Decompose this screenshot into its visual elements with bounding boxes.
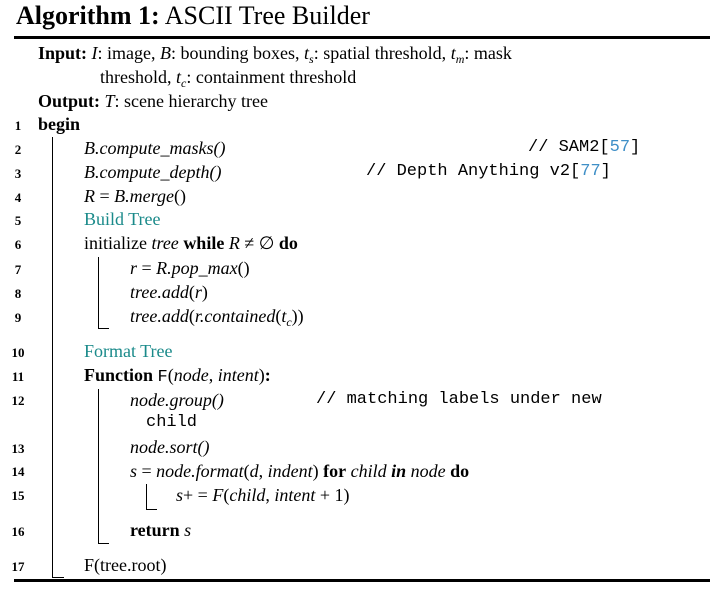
line-number: 10 [11, 345, 25, 360]
line-number: 12 [11, 393, 25, 408]
comment-matching-labels-cont: child [146, 413, 198, 432]
algorithm-label: Algorithm 1: [16, 1, 160, 30]
stmt-recursive-call: s+ = F(child, intent + 1) [176, 485, 350, 505]
line-number: 16 [11, 524, 25, 539]
line-number: 13 [11, 441, 25, 456]
line-number: 11 [11, 369, 25, 384]
line-number: 6 [14, 237, 22, 252]
algorithm-name: ASCII Tree Builder [164, 1, 370, 30]
comment-sam2: // SAM2[57] [528, 138, 641, 157]
stmt-node-group: node.group() [130, 390, 224, 410]
for-block-end [146, 509, 157, 510]
line-number: 4 [14, 190, 22, 205]
output-line: Output: T: scene hierarchy tree [38, 91, 268, 111]
line-number: 14 [11, 464, 25, 479]
line-number: 7 [14, 262, 22, 277]
comment-depth-anything: // Depth Anything v2[77] [366, 162, 611, 181]
stmt-pop-max: r = R.pop_max() [130, 258, 250, 278]
input-label: Input: [38, 43, 88, 63]
stmt-merge: R = B.merge() [84, 186, 186, 206]
section-format-tree: Format Tree [84, 341, 173, 361]
comment-matching-labels: // matching labels under new [316, 390, 602, 409]
input-line-1: Input: I: image, B: bounding boxes, ts: … [38, 43, 512, 66]
keyword-begin: begin [38, 114, 81, 134]
stmt-tree-add-contained: tree.add(r.contained(tc)) [130, 306, 304, 329]
line-number: 17 [11, 559, 25, 574]
algorithm-title: Algorithm 1: ASCII Tree Builder [16, 2, 370, 30]
output-label: Output: [38, 91, 101, 111]
line-number: 1 [14, 118, 22, 133]
stmt-tree-add: tree.add(r) [130, 282, 208, 302]
input-line-2: threshold, tc: containment threshold [100, 67, 357, 90]
top-rule [14, 36, 710, 39]
begin-block-bar [52, 137, 53, 578]
line-number: 5 [14, 213, 22, 228]
function-block-bar [98, 389, 99, 544]
line-number: 9 [14, 310, 22, 325]
line-number: 15 [11, 488, 25, 503]
stmt-return: return s [130, 520, 192, 540]
line-number: 2 [14, 142, 22, 157]
stmt-function-def: Function F(node, intent): [84, 365, 271, 387]
begin-block-end [52, 577, 64, 578]
bottom-rule [14, 579, 710, 582]
line-number: 3 [14, 166, 22, 181]
stmt-for-loop: s = node.format(d, indent) for child in … [130, 461, 470, 481]
citation-77: 77 [580, 162, 601, 181]
stmt-compute-masks: B.compute_masks() [84, 138, 226, 158]
section-build-tree: Build Tree [84, 209, 161, 229]
stmt-while: initialize tree while R ≠ ∅ do [84, 233, 298, 253]
stmt-compute-depth: B.compute_depth() [84, 162, 222, 182]
stmt-node-sort: node.sort() [130, 437, 210, 457]
line-number: 8 [14, 286, 22, 301]
for-block-bar [146, 484, 147, 510]
citation-57: 57 [609, 138, 631, 157]
stmt-call-root: F(tree.root) [84, 555, 167, 575]
function-block-end [98, 543, 109, 544]
while-block-end [98, 328, 109, 329]
while-block-bar [98, 257, 99, 329]
